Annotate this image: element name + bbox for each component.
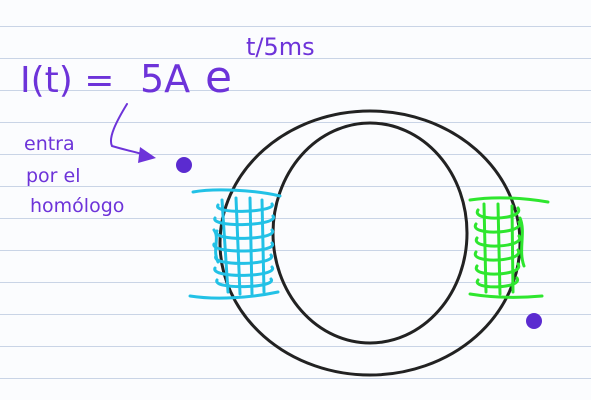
core-outer-outline [218, 109, 522, 377]
note-line-1: entra [24, 133, 75, 155]
polarity-dot-right [526, 313, 542, 329]
formula-lhs: I(t) = [20, 60, 114, 101]
formula-amplitude: 5A [140, 57, 190, 101]
note-line-2: por el [26, 165, 81, 187]
arrow-head [138, 147, 156, 163]
formula-base: e [205, 52, 232, 103]
arrow-line [110, 103, 153, 158]
polarity-dot-left [176, 157, 192, 173]
left-coil [188, 188, 282, 300]
formula-exponent: t/5ms [246, 33, 315, 61]
right-coil [468, 196, 550, 299]
note-line-3: homólogo [30, 195, 124, 217]
core-inner-outline [271, 121, 469, 345]
